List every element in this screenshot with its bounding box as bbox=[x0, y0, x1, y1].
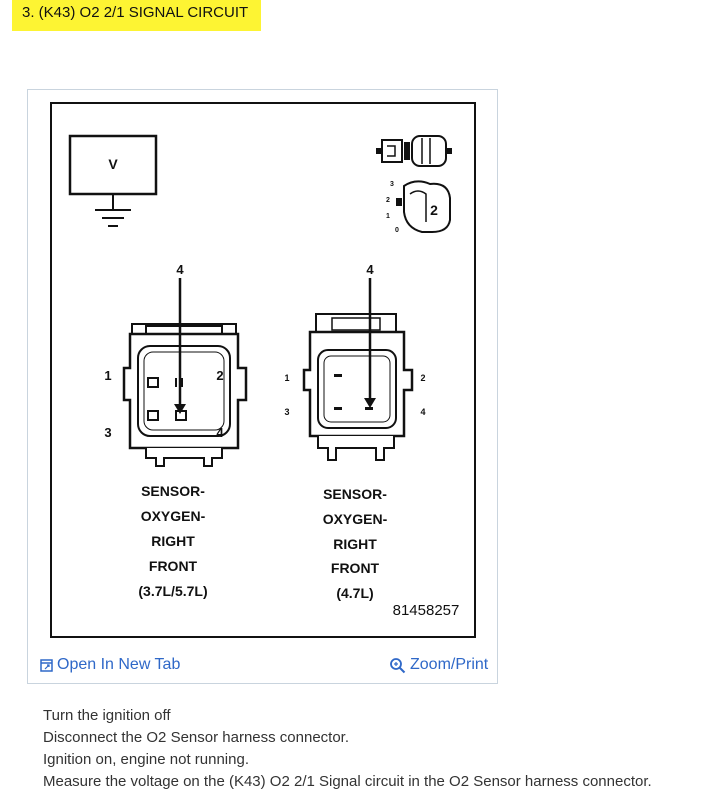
caption-line: FRONT bbox=[331, 560, 380, 576]
caption-left: SENSOR- OXYGEN- RIGHT FRONT (3.7L/5.7L) bbox=[138, 483, 207, 599]
caption-line: OXYGEN- bbox=[323, 511, 388, 527]
scale-mark: 1 bbox=[386, 213, 390, 220]
scale-mark: 3 bbox=[390, 181, 394, 188]
test-probe-icon bbox=[376, 135, 452, 167]
instruction-step: Measure the voltage on the (K43) O2 2/1 … bbox=[43, 773, 652, 790]
zoom-print-label: Zoom/Print bbox=[410, 656, 489, 673]
figure-id: 81458257 bbox=[393, 602, 460, 619]
wiring-diagram: V 2 3 2 1 0 bbox=[68, 134, 460, 619]
open-new-tab-link[interactable]: Open In New Tab bbox=[40, 656, 180, 674]
pin-label: 1 bbox=[284, 373, 289, 383]
caption-line: (3.7L/5.7L) bbox=[138, 583, 207, 599]
caption-line: RIGHT bbox=[151, 533, 195, 549]
pin-label: 2 bbox=[420, 373, 425, 383]
caption-line: SENSOR- bbox=[141, 483, 205, 499]
probe-pin-label: 4 bbox=[366, 262, 374, 277]
test-lead-number: 2 bbox=[430, 202, 438, 218]
test-lead-icon: 2 3 2 1 0 bbox=[386, 180, 451, 234]
pin-label: 4 bbox=[420, 407, 425, 417]
section-heading: 3. (K43) O2 2/1 SIGNAL CIRCUIT bbox=[12, 0, 261, 31]
caption-right: SENSOR- OXYGEN- RIGHT FRONT (4.7L) bbox=[323, 486, 388, 601]
pin-label: 2 bbox=[216, 368, 223, 383]
meter-symbol: V bbox=[108, 156, 118, 172]
new-tab-icon bbox=[40, 658, 53, 672]
caption-line: (4.7L) bbox=[336, 585, 373, 601]
magnifier-icon bbox=[390, 657, 406, 673]
connector-left: 4 1 2 3 4 bbox=[104, 262, 248, 467]
probe-pin-label: 4 bbox=[176, 262, 184, 277]
pin-label: 3 bbox=[284, 407, 289, 417]
caption-line: OXYGEN- bbox=[141, 508, 206, 524]
caption-line: SENSOR- bbox=[323, 486, 387, 502]
instruction-step: Disconnect the O2 Sensor harness connect… bbox=[43, 729, 350, 746]
scale-mark: 2 bbox=[386, 197, 390, 204]
voltmeter-icon: V bbox=[68, 134, 158, 227]
instruction-step: Turn the ignition off bbox=[43, 707, 171, 724]
pin-label: 3 bbox=[104, 425, 111, 440]
instruction-list: Turn the ignition off Disconnect the O2 … bbox=[43, 705, 652, 793]
open-new-tab-label: Open In New Tab bbox=[57, 656, 181, 673]
zoom-print-link[interactable]: Zoom/Print bbox=[389, 656, 488, 674]
scale-mark: 0 bbox=[395, 227, 399, 234]
pin-label: 1 bbox=[104, 368, 111, 383]
instruction-step: Ignition on, engine not running. bbox=[43, 751, 249, 768]
pin-label: 4 bbox=[216, 425, 224, 440]
caption-line: FRONT bbox=[149, 558, 198, 574]
caption-line: RIGHT bbox=[333, 536, 377, 552]
connector-right: 4 1 2 3 4 bbox=[284, 262, 426, 461]
